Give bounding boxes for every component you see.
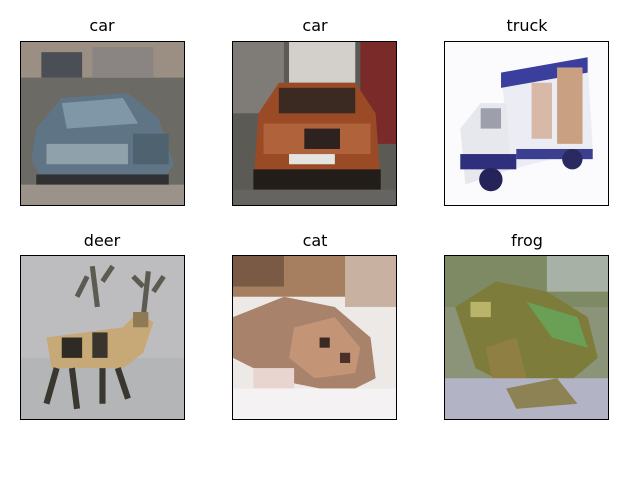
frog-photo bbox=[445, 256, 608, 419]
panel-title-truck: truck bbox=[506, 16, 548, 35]
cat-photo bbox=[233, 256, 396, 419]
panel-title-deer: deer bbox=[83, 231, 121, 250]
image-panel-truck bbox=[444, 41, 609, 206]
panel-title-frog: frog bbox=[511, 231, 543, 250]
image-panel-car-1 bbox=[20, 41, 185, 206]
car-photo bbox=[21, 42, 184, 205]
image-panel-deer bbox=[20, 255, 185, 420]
panel-title-car-1: car bbox=[89, 16, 115, 35]
image-panel-car-2 bbox=[232, 41, 397, 206]
panel-title-cat: cat bbox=[302, 231, 328, 250]
image-panel-cat bbox=[232, 255, 397, 420]
suv-photo bbox=[233, 42, 396, 205]
image-panel-frog bbox=[444, 255, 609, 420]
truck-photo bbox=[445, 42, 608, 205]
panel-title-car-2: car bbox=[302, 16, 328, 35]
deer-photo bbox=[21, 256, 184, 419]
